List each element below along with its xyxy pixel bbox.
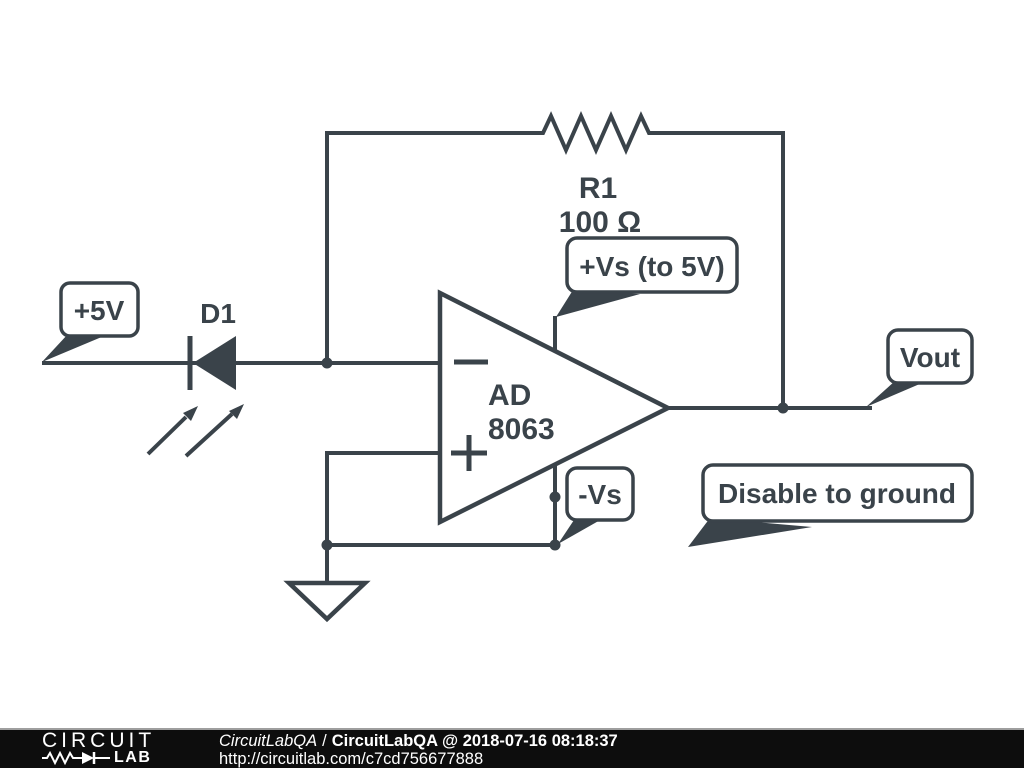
junction-dot <box>321 539 333 551</box>
opamp-part-line2: 8063 <box>488 413 555 446</box>
opamp-ad8063: AD 8063 <box>437 289 674 526</box>
callout-box <box>701 463 974 523</box>
resistor-r1: R1 100 Ω <box>559 172 641 239</box>
schematic-title-timestamp: CircuitLabQA @ 2018-07-16 08:18:37 <box>331 732 618 750</box>
junction-dot <box>549 491 561 503</box>
diode-triangle <box>193 336 236 390</box>
light-arrow-head <box>183 406 198 421</box>
callout-tail <box>556 290 640 317</box>
opamp-part-line1: AD <box>488 379 531 412</box>
footer-meta: CircuitLabQA/CircuitLabQA @ 2018-07-16 0… <box>219 732 618 768</box>
ground-triangle <box>283 580 371 623</box>
disable-note-label: Disable to ground <box>718 478 956 509</box>
logo-text-lab: LAB <box>114 749 152 766</box>
light-arrow-head <box>229 404 244 419</box>
callout-box <box>565 236 739 294</box>
footer-bar: CIRCUIT LAB CircuitLabQA/CircuitLabQA @ … <box>0 728 1024 768</box>
resistor-value-label: 100 Ω <box>559 206 641 239</box>
plus5v-label: +5V <box>74 295 125 326</box>
callout-box <box>59 281 140 338</box>
vminus-label: -Vs <box>578 479 622 510</box>
photodiode-d1: D1 <box>146 298 244 458</box>
callout-tail <box>866 381 922 407</box>
logo-text-circuit: CIRCUIT <box>42 729 156 752</box>
callout-tail <box>688 518 812 547</box>
vplus-label: +Vs (to 5V) <box>579 251 724 282</box>
author-name: CircuitLabQA <box>219 732 318 750</box>
circuit-schematic: D1 R1 100 Ω AD 8063 +5V <box>42 111 974 623</box>
light-arrow-shaft <box>184 412 234 458</box>
junction-dot <box>321 357 333 369</box>
footer-title-line: CircuitLabQA/CircuitLabQA @ 2018-07-16 0… <box>219 732 618 750</box>
junction-dot <box>777 402 789 414</box>
callout-disable-note: Disable to ground <box>688 463 974 547</box>
wires <box>42 111 872 583</box>
diode-ref-label: D1 <box>200 298 236 329</box>
callout-tail <box>42 334 104 362</box>
vout-label: Vout <box>900 342 960 373</box>
callout-box <box>565 466 635 522</box>
callout-box <box>886 328 974 385</box>
junction-dots <box>321 357 789 551</box>
separator: / <box>322 732 327 750</box>
junction-dot <box>549 539 561 551</box>
resistor-diode-icon <box>42 751 110 765</box>
callout-vminus: -Vs <box>558 466 635 544</box>
ground-symbol <box>283 580 371 623</box>
feedback-wire-with-resistor <box>325 111 785 408</box>
circuitlab-logo: CIRCUIT LAB <box>42 729 156 766</box>
resistor-ref-label: R1 <box>579 172 617 205</box>
callout-tail <box>558 517 602 544</box>
callout-vplus: +Vs (to 5V) <box>556 236 739 317</box>
noninverting-input-wire <box>325 451 555 547</box>
callout-plus5v: +5V <box>42 281 140 362</box>
opamp-triangle <box>437 289 674 526</box>
light-arrow-shaft <box>146 415 188 456</box>
schematic-url[interactable]: http://circuitlab.com/c7cd756677888 <box>219 750 484 768</box>
callout-vout: Vout <box>866 328 974 407</box>
